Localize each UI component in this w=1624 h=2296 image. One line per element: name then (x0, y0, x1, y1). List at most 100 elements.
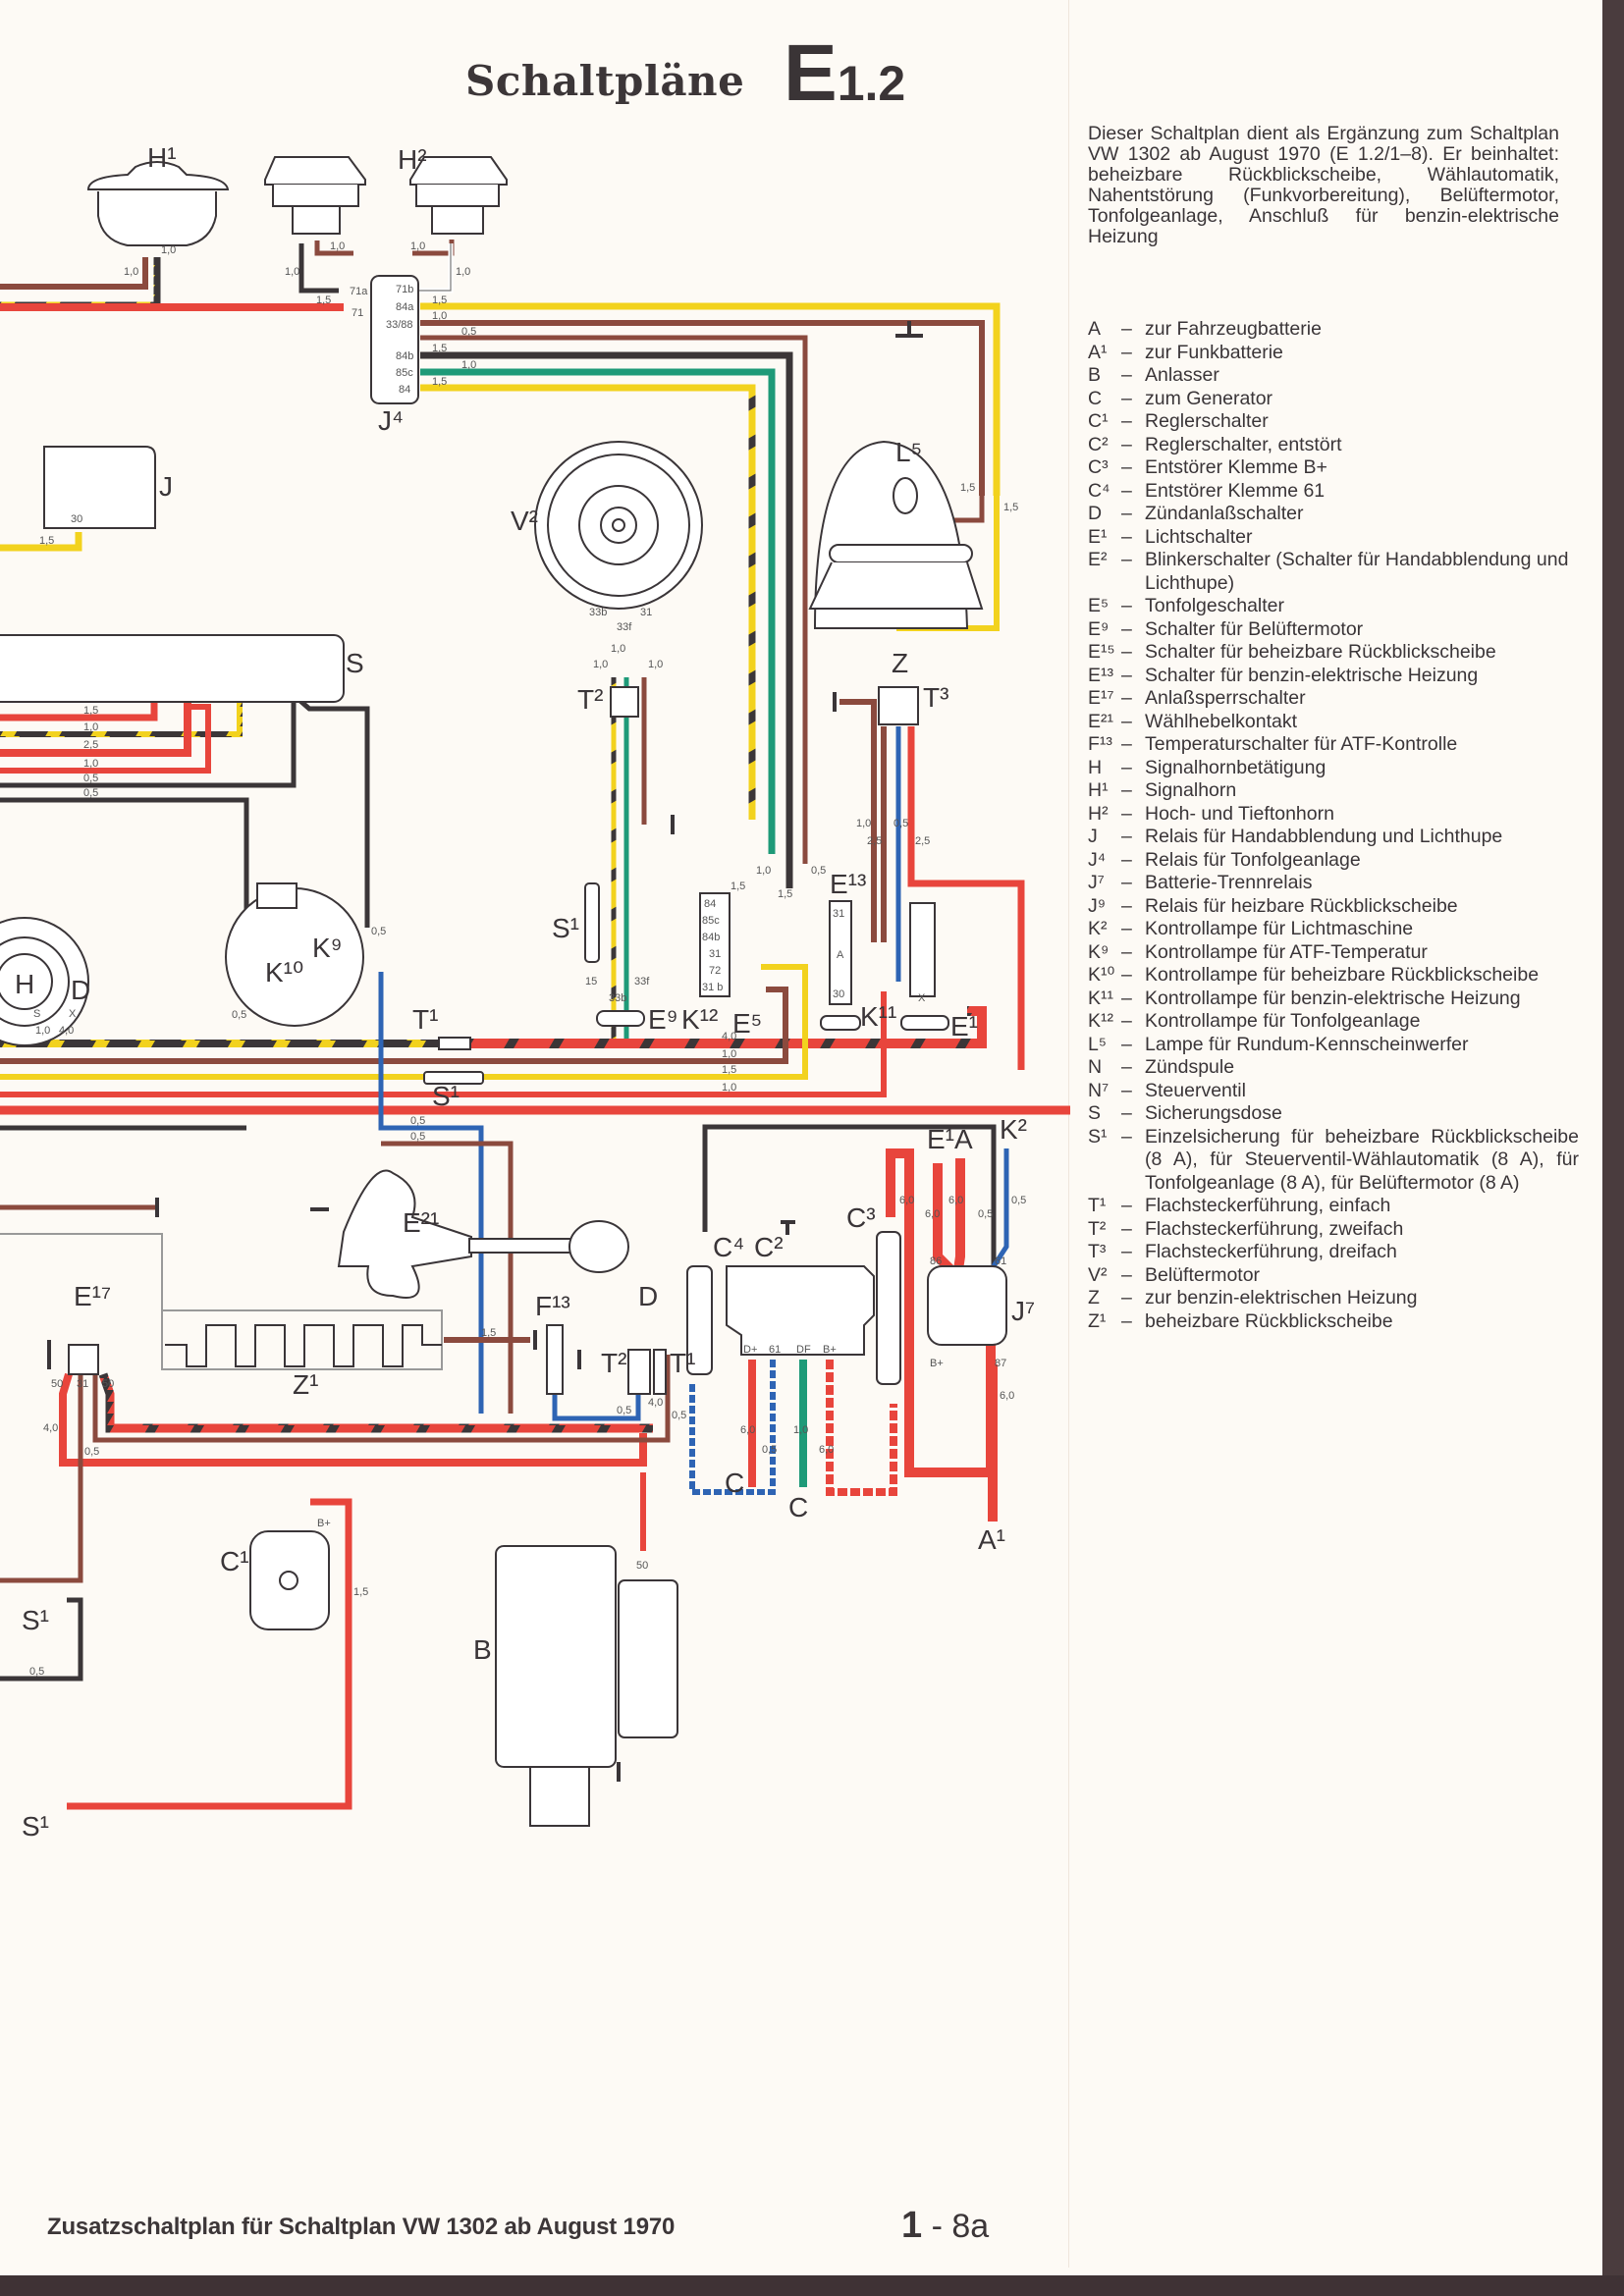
wire-h2-black (298, 243, 339, 294)
terminal-c2-61: 61 (769, 1344, 781, 1356)
suppressor-c3 (876, 1231, 901, 1385)
legend-description: Kontrollampe für ATF-Temperatur (1145, 940, 1428, 963)
legend-key: S¹ (1088, 1125, 1108, 1148)
legend-item: J⁷–Batterie-Trennrelais (1088, 872, 1579, 895)
gauge-label: 1,0 (756, 865, 771, 877)
legend-key: E¹ (1088, 525, 1108, 548)
switch-e5 (699, 892, 731, 997)
legend-dash: – (1121, 479, 1132, 502)
gauge-label: 4,0 (43, 1422, 58, 1434)
gauge-label: 4,0 (648, 1397, 663, 1409)
legend-description: Kontrollampe für Tonfolgeanlage (1145, 1010, 1421, 1032)
legend-dash: – (1121, 894, 1132, 917)
gauge-label: 6,0 (740, 1424, 755, 1436)
legend-dash: – (1121, 503, 1132, 524)
legend-description: Kontrollampe für beheizbare Rückblicksch… (1145, 964, 1540, 986)
legend-key: F¹³ (1088, 733, 1112, 755)
wire-gauge-labels: 1,0 1,0 1,0 1,0 1,0 1,0 1,5 1,5 1,0 0,5 … (29, 240, 1026, 1678)
legend-key: Z (1088, 1287, 1100, 1308)
wire-c1-red (67, 1498, 352, 1810)
legend-key: C (1088, 387, 1103, 409)
terminal-e1-x: X (918, 992, 926, 1004)
fuse-s1-inline (423, 1071, 484, 1085)
legend-item: H²–Hoch- und Tieftonhorn (1088, 803, 1579, 827)
legend-dash: – (1121, 410, 1132, 432)
gauge-label: 1,5 (39, 535, 54, 547)
suppressor-c4 (686, 1265, 713, 1375)
gauge-label: 0,5 (617, 1405, 631, 1416)
legend-dash: – (1121, 1309, 1132, 1332)
instrument-cluster-window (256, 882, 298, 909)
page-number-major: 1 (901, 2205, 923, 2246)
wire-bus-brown (0, 987, 788, 1064)
label-c-right: C (788, 1492, 808, 1522)
terminal-j4-71: 71 (352, 307, 363, 319)
wire-j4-3388-brown (420, 320, 985, 496)
wire-fuse-black-1 (0, 695, 297, 788)
legend-key: E² (1088, 549, 1108, 570)
label-h: H (15, 969, 34, 999)
legend-description: Anlasser (1145, 364, 1219, 386)
label-s1-mid: S¹ (552, 913, 579, 943)
legend-dash: – (1121, 848, 1132, 871)
legend-key: J⁷ (1088, 872, 1105, 893)
legend-item: L⁵–Lampe für Rundum-Kennscheinwerfer (1088, 1034, 1579, 1057)
terminal-j7-86: 86 (930, 1255, 942, 1267)
legend-dash: – (1121, 595, 1132, 616)
terminal-c1-bplus: B+ (317, 1518, 331, 1529)
wire-fuse-red-2 (0, 695, 191, 757)
wire-e17-red-black (98, 1372, 653, 1433)
terminal-e5-31: 31 (709, 948, 721, 960)
legend-description: Relais für Tonfolgeanlage (1145, 848, 1361, 871)
gauge-label: 1,0 (35, 1025, 50, 1037)
legend-description: Lichtschalter (1145, 525, 1253, 548)
legend-item: Z¹–beheizbare Rückblickscheibe (1088, 1310, 1579, 1334)
legend-dash: – (1121, 1102, 1132, 1124)
legend-item: C–zum Generator (1088, 388, 1579, 411)
connector-t1 (438, 1037, 471, 1050)
gauge-label: 1,0 (593, 659, 608, 670)
legend-item: Z–zur benzin-elektrischen Heizung (1088, 1287, 1579, 1310)
legend-description: zur benzin-elektrischen Heizung (1145, 1287, 1418, 1308)
label-k9: K⁹ (312, 933, 343, 963)
legend-item: E²–Blinkerschalter (Schalter für Handabb… (1088, 549, 1579, 595)
switch-e9 (596, 1010, 645, 1027)
gauge-label: 1,0 (793, 1424, 808, 1436)
terminal-j7-bplus: B+ (930, 1358, 944, 1369)
gauge-label: 2,5 (915, 835, 930, 847)
switch-e1 (909, 902, 936, 997)
selector-lever-shaft (468, 1238, 583, 1254)
wire-h1-brown (0, 257, 148, 290)
label-s1-b: S¹ (22, 1811, 49, 1842)
component-labels: H¹ H² J⁴ J V² L⁵ S T² T³ Z S¹ E¹³ E⁹ K¹²… (15, 142, 1035, 1842)
legend-description: Entstörer Klemme 61 (1145, 479, 1326, 502)
legend-item: F¹³–Temperaturschalter für ATF-Kontrolle (1088, 733, 1579, 757)
legend-dash: – (1121, 1195, 1132, 1216)
legend-item: E¹⁷–Anlaßsperrschalter (1088, 687, 1579, 711)
relay-j4 (370, 275, 419, 404)
wire-j4-84b-black (420, 351, 793, 888)
connector-t1-low (653, 1349, 667, 1395)
gauge-label: 1,0 (161, 244, 176, 256)
wire-z1-white (0, 1233, 163, 1345)
beacon-ring (829, 544, 973, 563)
gauge-label: 1,0 (285, 266, 299, 278)
label-e17: E¹⁷ (74, 1281, 111, 1311)
terminal-e5-84: 84 (704, 898, 716, 910)
legend-key: K¹⁰ (1088, 964, 1115, 986)
label-c4: C⁴ (713, 1232, 744, 1262)
legend-description: Signalhorn (1145, 779, 1237, 801)
terminal-d-s: S (33, 1008, 40, 1020)
legend-item: D–Zündanlaßschalter (1088, 503, 1579, 526)
gauge-label: 1,5 (83, 705, 98, 717)
gauge-label: 6,0 (899, 1195, 914, 1206)
legend-description: Tonfolgeschalter (1145, 595, 1285, 616)
legend-dash: – (1121, 918, 1132, 939)
starter-solenoid (618, 1579, 678, 1738)
legend-key: C¹ (1088, 410, 1109, 432)
terminal-e5-85c: 85c (702, 915, 720, 927)
legend-key: T¹ (1088, 1195, 1107, 1216)
gauge-label: 0,5 (1011, 1195, 1026, 1206)
legend-dash: – (1121, 1056, 1132, 1078)
